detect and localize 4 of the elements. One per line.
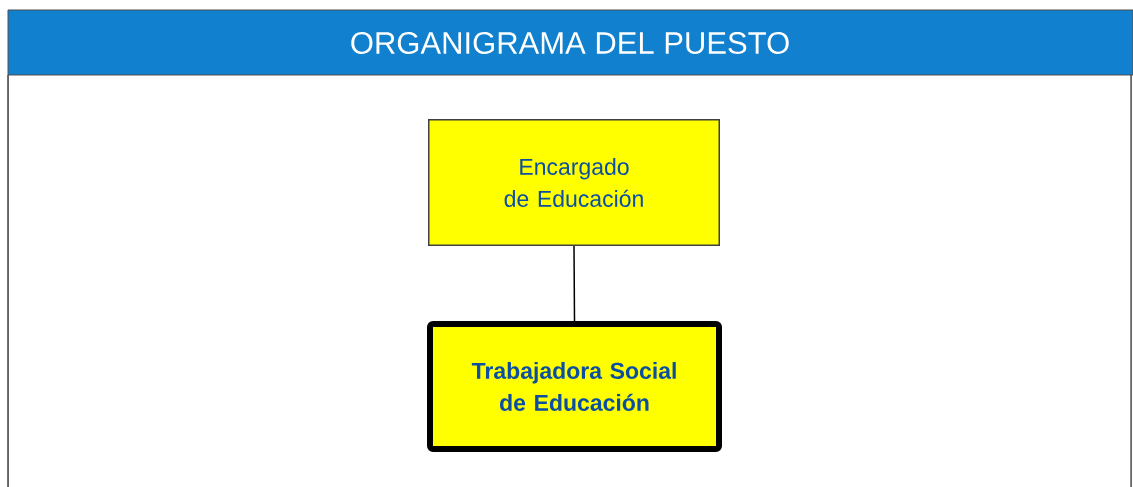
title-bar: ORGANIGRAMA DEL PUESTO	[7, 9, 1133, 76]
connector-line	[573, 245, 576, 322]
position-box: Trabajadora Social de Educación	[427, 321, 722, 452]
position-box: Encargado de Educación	[428, 119, 720, 246]
